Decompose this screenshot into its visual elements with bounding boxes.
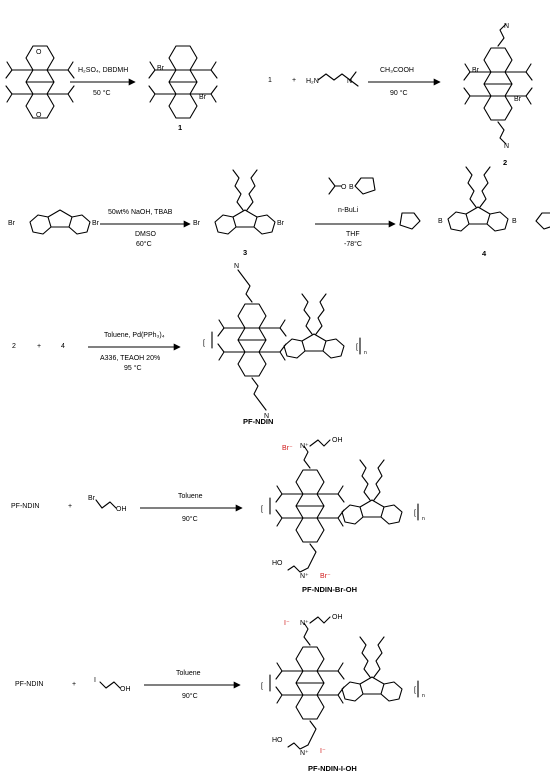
- conditions-7-top: Toluene: [176, 670, 201, 677]
- polymer-bracket-right: [: [356, 344, 358, 351]
- atom-br: Br: [514, 96, 522, 103]
- reactant-1-ref: 1: [268, 77, 272, 84]
- atom-oh: OH: [332, 614, 343, 621]
- conditions-3-bottom: 60°C: [136, 240, 152, 248]
- pf-ndin-br-oh-structure: N⁺ OH Br⁻ HO N⁺ Br⁻ [ [ n: [261, 437, 425, 580]
- atom-ho: HO: [272, 737, 283, 744]
- conditions-2-bottom: 90 °C: [390, 89, 408, 97]
- conditions-6-top: Toluene: [178, 493, 203, 500]
- pf-ndin-i-oh-label: PF-NDIN-I-OH: [308, 764, 357, 773]
- row-2: Br Br 50wt% NaOH, TBAB DMSO 60°C Br Br 3…: [8, 166, 550, 258]
- conditions-2-top: CH₃COOH: [380, 67, 414, 74]
- atom-n-plus: N⁺: [300, 750, 309, 757]
- conditions-5-mid: A336, TEAOH 20%: [100, 355, 160, 362]
- compound-1-structure: Br Br: [148, 45, 218, 119]
- reactant-2-ref: 2: [12, 343, 16, 350]
- conditions-1-bottom: 50 °C: [93, 89, 111, 97]
- bromide-counterion: Br⁻: [282, 445, 293, 452]
- compound-2-label: 2: [503, 158, 507, 167]
- atom-h2n: H₂N: [306, 78, 319, 85]
- diamine-structure: H₂N N: [306, 71, 359, 87]
- atom-ho: HO: [272, 560, 283, 567]
- bromoethanol-structure: Br OH: [88, 495, 127, 513]
- polymer-bracket-right: [: [414, 510, 416, 517]
- reactant-pf-ndin-ref: PF-NDIN: [15, 681, 43, 688]
- atom-oh: OH: [120, 686, 131, 693]
- conditions-7-bottom: 90°C: [182, 692, 198, 700]
- pf-ndin-label: PF-NDIN: [243, 417, 273, 426]
- atom-oh: OH: [116, 506, 127, 513]
- iodoethanol-structure: I OH: [94, 677, 131, 693]
- atom-i: I: [94, 677, 96, 684]
- repeat-unit-n: n: [422, 516, 425, 522]
- bromide-counterion: Br⁻: [320, 573, 331, 580]
- conditions-3-mid: DMSO: [135, 231, 157, 238]
- pf-ndin-i-oh-structure: N⁺ OH I⁻ HO N⁺ I⁻ [ [ n: [261, 614, 425, 757]
- plus-sign: +: [292, 77, 296, 84]
- row-3: 2 + 4 Toluene, Pd(PPh₃)₄ A336, TEAOH 20%…: [12, 263, 367, 426]
- compound-4-label: 4: [482, 249, 487, 258]
- compound-4-structure: B B: [399, 166, 550, 232]
- atom-n: N: [347, 78, 352, 85]
- polymer-bracket-right: [: [414, 687, 416, 694]
- atom-o: O: [36, 49, 42, 56]
- compound-1-label: 1: [178, 123, 182, 132]
- atom-n: N: [264, 413, 269, 420]
- conditions-3-top: 50wt% NaOH, TBAB: [108, 209, 173, 216]
- polymer-bracket-left: [: [261, 506, 263, 513]
- atom-o: O: [341, 184, 347, 191]
- row-4: PF-NDIN + Br OH Toluene 90°C N⁺ OH Br⁻ H…: [11, 437, 425, 594]
- atom-o: O: [36, 112, 42, 119]
- pf-ndin-structure: N N [ [ n: [203, 263, 367, 420]
- atom-br: Br: [157, 65, 165, 72]
- conditions-4-top: n-BuLi: [338, 207, 359, 214]
- conditions-4-mid: THF: [346, 231, 360, 238]
- atom-br: Br: [472, 67, 480, 74]
- atom-b: B: [438, 218, 443, 225]
- atom-n: N: [504, 23, 509, 30]
- atom-br: Br: [193, 220, 201, 227]
- repeat-unit-n: n: [364, 350, 367, 356]
- atom-n-plus: N⁺: [300, 443, 309, 450]
- plus-sign: +: [68, 503, 72, 510]
- polymer-bracket-left: [: [261, 683, 263, 690]
- conditions-6-bottom: 90°C: [182, 515, 198, 523]
- atom-br: Br: [199, 94, 207, 101]
- atom-n-plus: N⁺: [300, 573, 309, 580]
- atom-br: Br: [277, 220, 285, 227]
- iodide-counterion: I⁻: [284, 620, 290, 627]
- conditions-1-top: H₂SO₄, DBDMH: [78, 67, 128, 74]
- atom-b: B: [512, 218, 517, 225]
- conditions-5-bottom: 95 °C: [124, 364, 142, 372]
- atom-br: Br: [8, 220, 16, 227]
- atom-n: N: [504, 143, 509, 150]
- atom-n-plus: N⁺: [300, 620, 309, 627]
- polymer-bracket-left: [: [203, 340, 205, 347]
- atom-n: N: [234, 263, 239, 270]
- repeat-unit-n: n: [422, 693, 425, 699]
- starting-dianhydride-structure: O O: [5, 45, 75, 119]
- reactant-pf-ndin-ref: PF-NDIN: [11, 503, 39, 510]
- compound-3-label: 3: [243, 248, 247, 257]
- plus-sign: +: [37, 343, 41, 350]
- conditions-4-bottom: -78°C: [344, 240, 362, 248]
- compound-3-structure: Br Br: [193, 169, 285, 235]
- plus-sign: +: [72, 681, 76, 688]
- pf-ndin-br-oh-label: PF-NDIN-Br-OH: [302, 585, 357, 594]
- compound-2-structure: Br Br N N: [463, 23, 533, 150]
- atom-oh: OH: [332, 437, 343, 444]
- iodide-counterion: I⁻: [320, 748, 326, 755]
- atom-br: Br: [92, 220, 100, 227]
- reactant-4-ref: 4: [61, 343, 65, 350]
- conditions-5-top: Toluene, Pd(PPh₃)₄: [104, 332, 165, 339]
- boronic-ester-reagent-structure: O B: [328, 177, 376, 195]
- row-1: O O H₂SO₄, DBDMH 50 °C Br Br 1 1 + H₂N N…: [5, 23, 533, 167]
- atom-b: B: [349, 184, 354, 191]
- atom-br: Br: [88, 495, 96, 502]
- row-5: PF-NDIN + I OH Toluene 90°C N⁺ OH I⁻ HO …: [15, 614, 425, 773]
- dibromofluorene-structure: Br Br: [8, 209, 100, 235]
